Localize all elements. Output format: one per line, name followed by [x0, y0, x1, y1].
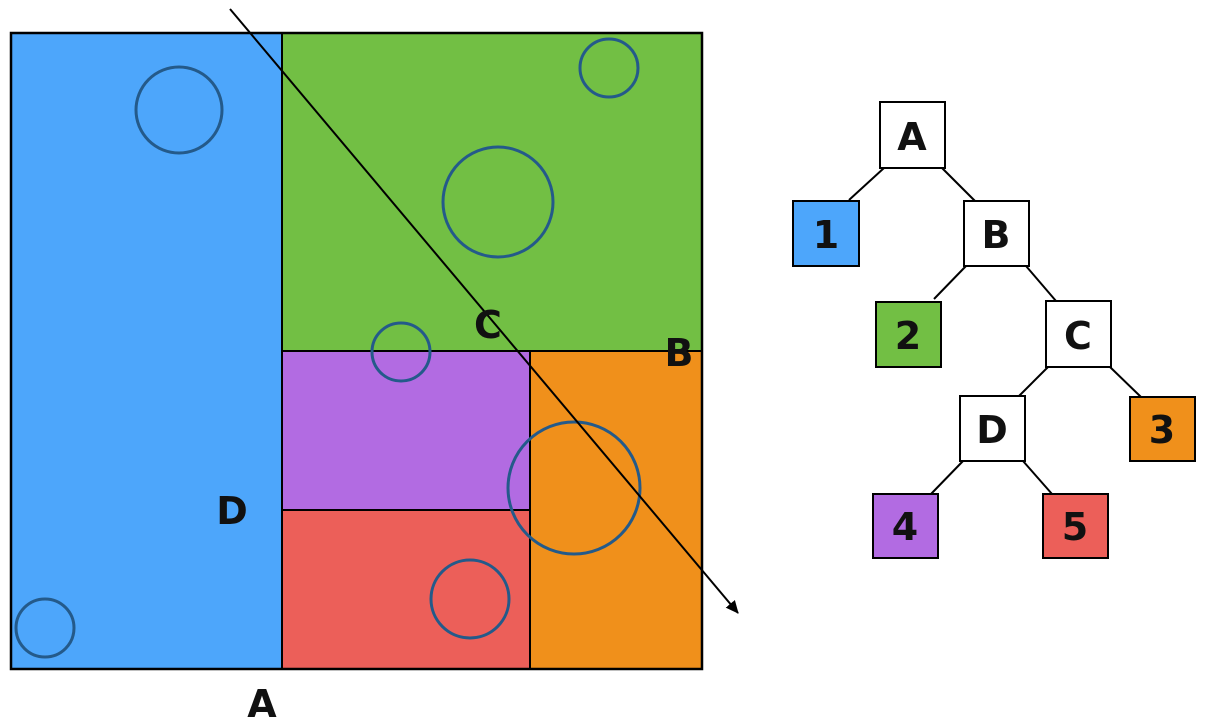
region-1 — [11, 33, 282, 669]
tree-leaf-3: 3 — [1129, 396, 1196, 462]
circle — [429, 558, 511, 640]
tree-leaf-5: 5 — [1042, 493, 1109, 559]
tree-edge — [1109, 366, 1142, 398]
tree-node-a-label: A — [897, 115, 927, 159]
tree-leaf-1: 1 — [792, 200, 860, 267]
circle — [134, 65, 224, 155]
circle — [14, 597, 76, 659]
tree-edge — [1025, 265, 1057, 302]
tree-edge — [1017, 366, 1049, 398]
bsp-tree: A B C D 1 2 3 4 — [792, 101, 1196, 559]
partition-diagram: A B C D — [9, 8, 739, 724]
tree-leaf-2: 2 — [875, 301, 942, 368]
tree-leaf-1-label: 1 — [813, 213, 839, 257]
region-5 — [282, 510, 530, 669]
tree-node-a: A — [879, 101, 946, 169]
tree-leaf-4-label: 4 — [892, 505, 918, 549]
split-label-a: A — [247, 682, 277, 724]
tree-leaf-2-label: 2 — [895, 314, 921, 358]
tree-node-c-label: C — [1064, 314, 1092, 358]
tree-node-c: C — [1045, 300, 1112, 368]
tree-edge — [933, 265, 967, 300]
tree-leaf-5-label: 5 — [1062, 505, 1088, 549]
circle — [441, 145, 555, 259]
tree-edges — [848, 167, 1142, 495]
outer-border — [9, 31, 704, 671]
tree-node-b: B — [963, 200, 1030, 267]
tree-leaf-3-label: 3 — [1149, 408, 1175, 452]
region-4 — [282, 351, 530, 510]
circle — [578, 37, 640, 99]
split-label-d: D — [216, 489, 248, 533]
circles — [14, 37, 642, 659]
tree-edge — [941, 167, 978, 204]
tree-edge — [1022, 460, 1053, 495]
tree-leaf-4: 4 — [872, 493, 939, 559]
circle — [370, 321, 432, 383]
tree-node-d: D — [959, 395, 1026, 462]
ray-arrow — [229, 8, 739, 614]
tree-node-d-label: D — [976, 408, 1008, 452]
split-label-c: C — [474, 303, 502, 347]
split-label-b: B — [665, 331, 694, 375]
region-3 — [530, 351, 702, 669]
circle — [506, 420, 642, 556]
tree-edge — [848, 167, 885, 201]
tree-node-b-label: B — [982, 213, 1011, 257]
tree-edge — [930, 460, 964, 495]
